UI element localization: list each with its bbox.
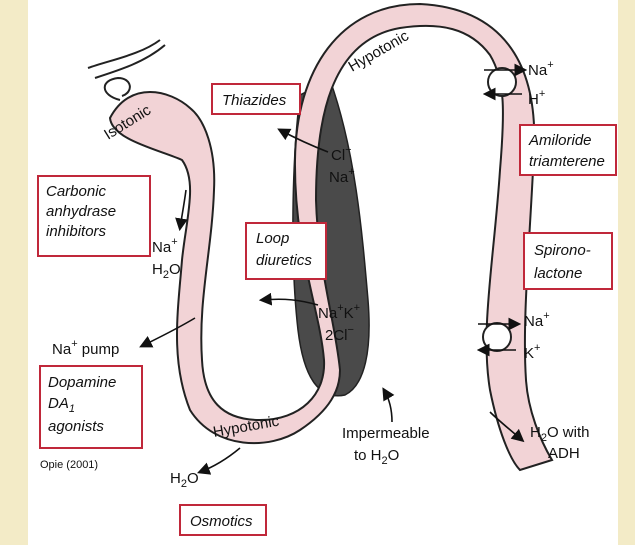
na-pump-label: Na+ pump [52, 338, 119, 358]
svg-text:Osmotics: Osmotics [190, 513, 253, 530]
svg-text:lactone: lactone [534, 265, 582, 282]
glomerulus-coil [88, 40, 165, 100]
amiloride-box: Amiloride triamterene [520, 125, 616, 175]
carbonic-anhydrase-box: Carbonic anhydrase inhibitors [38, 176, 150, 256]
impermeable-label-1: Impermeable [342, 425, 430, 442]
spirono-k-label: K+ [524, 342, 540, 362]
amiloride-h-label: H+ [528, 88, 545, 108]
dopamine-box: Dopamine DA1 agonists [40, 366, 142, 448]
spirono-na-label: Na+ [524, 310, 550, 330]
thiazides-box: Thiazides [212, 84, 300, 114]
svg-text:Carbonic: Carbonic [46, 183, 107, 200]
osmotics-box: Osmotics [180, 505, 266, 535]
svg-text:anhydrase: anhydrase [46, 203, 116, 220]
svg-text:Amiloride: Amiloride [528, 132, 592, 149]
na-h-exchanger-icon [488, 68, 516, 96]
svg-text:Loop: Loop [256, 230, 289, 247]
osmotics-h2o-label: H2O [170, 470, 199, 490]
proximal-arrow [180, 190, 186, 228]
osmotics-arrow [200, 448, 240, 472]
loop-diuretics-box: Loop diuretics [246, 223, 326, 279]
citation: Opie (2001) [40, 459, 98, 471]
amiloride-na-label: Na+ [528, 59, 554, 79]
proximal-na-label: Na+ [152, 236, 178, 256]
proximal-h2o-label: H2O [152, 261, 181, 281]
svg-text:agonists: agonists [48, 418, 104, 435]
svg-text:Thiazides: Thiazides [222, 92, 287, 109]
svg-text:Spirono-: Spirono- [534, 242, 591, 259]
na-k-exchanger-icon [483, 323, 511, 351]
spironolactone-box: Spirono- lactone [524, 233, 612, 289]
svg-text:triamterene: triamterene [529, 153, 605, 170]
svg-text:inhibitors: inhibitors [46, 223, 107, 240]
svg-text:Dopamine: Dopamine [48, 374, 116, 391]
impermeable-arrow [384, 390, 392, 422]
impermeable-label-2: to H2O [354, 447, 399, 467]
adh-label-2: ADH [548, 445, 580, 462]
svg-text:diuretics: diuretics [256, 252, 312, 269]
